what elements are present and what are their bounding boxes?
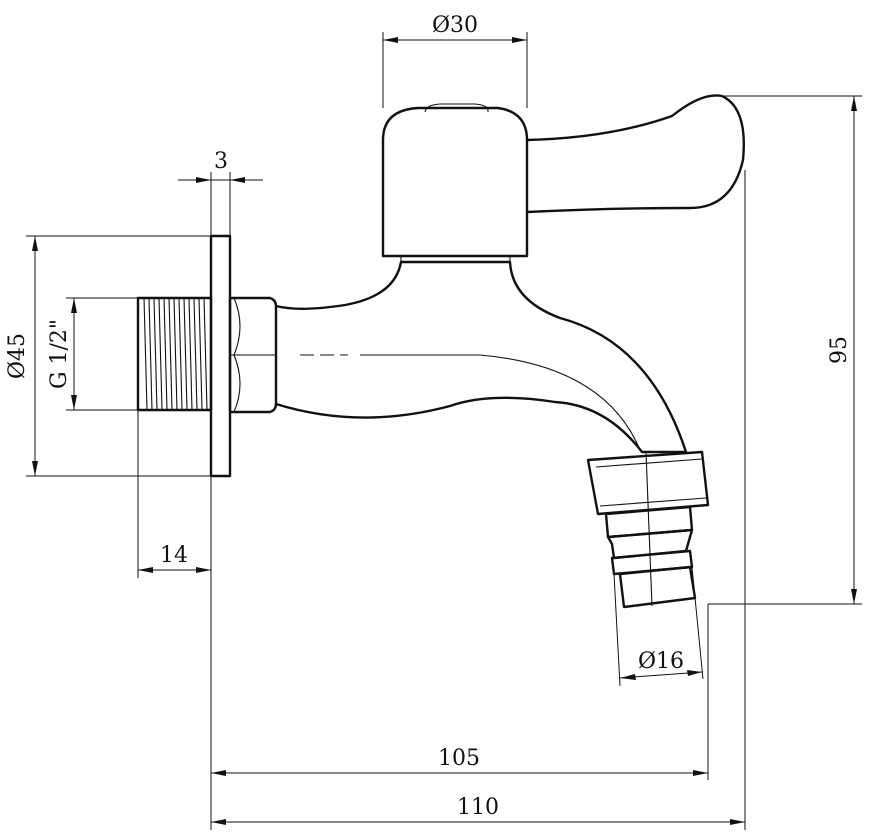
faucet-body-outline: [136, 94, 745, 609]
overall-length-label: 110: [457, 795, 499, 820]
outlet-coupling: [586, 450, 710, 516]
lever-handle: [526, 94, 745, 214]
reach-label: 105: [438, 746, 480, 771]
flange-diameter-label: Ø45: [5, 333, 30, 379]
wall-flange: [209, 234, 232, 478]
hose-nozzle: [618, 565, 697, 609]
flange-thickness-label: 3: [214, 149, 228, 174]
hose-adapter-collar: [606, 528, 694, 560]
inlet-diameter-label: Ø30: [432, 13, 478, 38]
spout-body: [275, 260, 688, 454]
outlet-diameter-label: Ø16: [638, 649, 684, 674]
thread-lines: [143, 297, 208, 411]
thread-size-label: G 1/2": [47, 319, 72, 389]
dimension-labels: Ø30 3 Ø45 G 1/2" 14 95 Ø16 105 110: [5, 13, 852, 820]
height-label: 95: [827, 336, 852, 364]
thread-length-label: 14: [160, 543, 188, 568]
handle-cap: [381, 106, 529, 258]
dimension-lines: [26, 32, 862, 830]
